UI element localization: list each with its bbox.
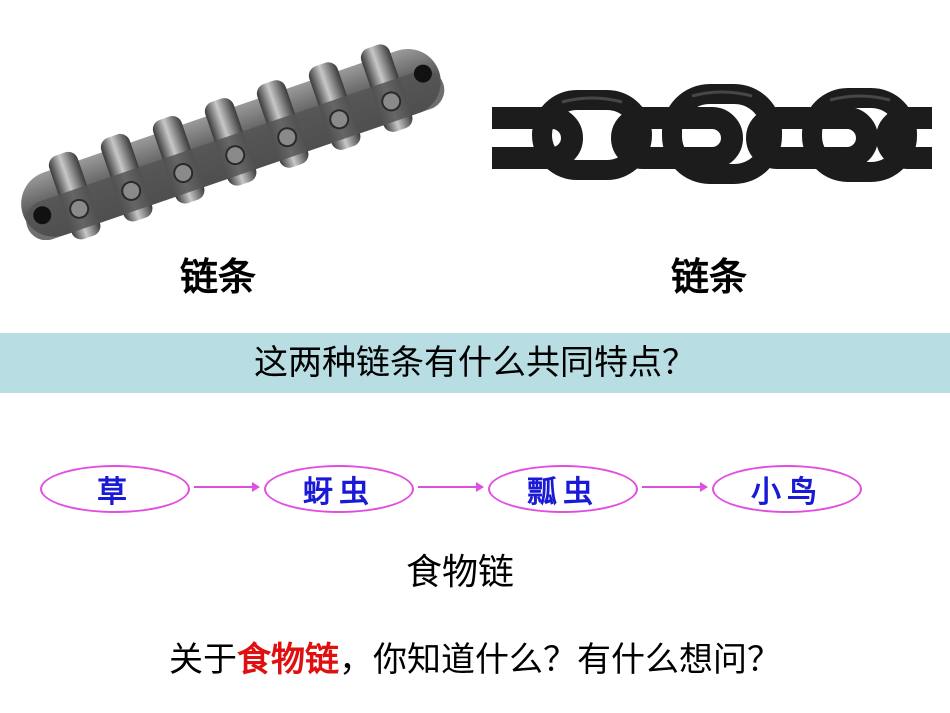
question-highlight: 食物链: [237, 640, 339, 680]
question-prefix: 关于: [169, 640, 237, 680]
arrow-right-icon: [418, 482, 484, 492]
arrow-right-icon: [642, 482, 708, 492]
link-chain-image: [492, 84, 932, 184]
food-chain-node-bird: 小鸟: [712, 465, 862, 513]
chain-question: 这两种链条有什么共同特点？: [254, 343, 696, 383]
question-band: [0, 333, 950, 393]
arrow-right-icon: [194, 482, 260, 492]
question-suffix: ，你知道什么？有什么想问？: [339, 640, 781, 680]
food-chain-question: 关于食物链，你知道什么？有什么想问？: [0, 632, 950, 681]
food-chain-node-ladybug: 瓢虫: [488, 465, 638, 513]
food-chain-node-grass: 草: [40, 465, 190, 513]
food-chain-node-aphid: 蚜虫: [264, 465, 414, 513]
food-chain-label: 食物链: [405, 552, 514, 593]
left-chain-caption: 链条: [180, 255, 257, 299]
right-chain-caption: 链条: [671, 255, 748, 299]
roller-chain-image: [21, 44, 445, 240]
